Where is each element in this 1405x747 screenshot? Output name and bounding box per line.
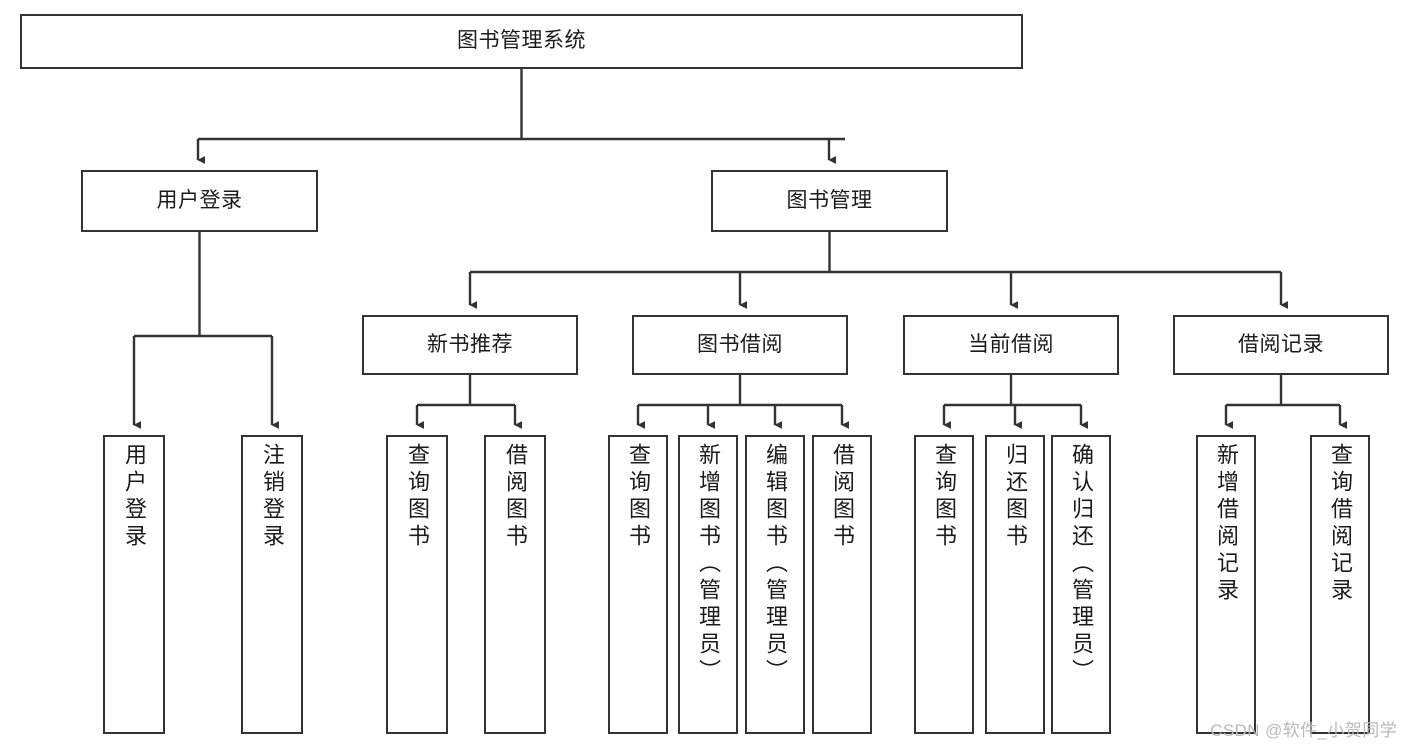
node-borrow-record-label: 借阅记录 xyxy=(1238,332,1324,356)
leaf-confirm-return-admin-label: 确认归还（管理员） xyxy=(1069,443,1094,686)
node-user-login-label: 用户登录 xyxy=(156,188,243,212)
leaf-query-book-current[interactable]: 查询图书 xyxy=(914,435,974,734)
node-borrow-record[interactable]: 借阅记录 xyxy=(1173,315,1389,375)
node-new-book-recommend[interactable]: 新书推荐 xyxy=(362,315,578,375)
csdn-watermark: CSDN @软件_小贺同学 xyxy=(1210,721,1397,740)
leaf-add-book-admin-label: 新增图书（管理员） xyxy=(696,443,721,686)
leaf-query-book-recommend-label: 查询图书 xyxy=(405,443,430,551)
leaf-query-borrow-record[interactable]: 查询借阅记录 xyxy=(1310,435,1370,734)
leaf-user-logout-label: 注销登录 xyxy=(260,443,285,551)
leaf-borrow-book[interactable]: 借阅图书 xyxy=(812,435,872,734)
leaf-query-book-borrow[interactable]: 查询图书 xyxy=(608,435,668,734)
node-new-book-recommend-label: 新书推荐 xyxy=(427,332,513,356)
leaf-confirm-return-admin[interactable]: 确认归还（管理员） xyxy=(1051,435,1111,734)
leaf-borrow-book-recommend[interactable]: 借阅图书 xyxy=(484,435,546,734)
leaf-user-login[interactable]: 用户登录 xyxy=(103,435,165,734)
leaf-return-book-label: 归还图书 xyxy=(1003,443,1028,551)
node-user-login[interactable]: 用户登录 xyxy=(81,170,318,232)
node-current-borrow[interactable]: 当前借阅 xyxy=(903,315,1119,375)
leaf-query-borrow-record-label: 查询借阅记录 xyxy=(1328,443,1353,605)
leaf-borrow-book-recommend-label: 借阅图书 xyxy=(503,443,528,551)
leaf-add-book-admin[interactable]: 新增图书（管理员） xyxy=(678,435,738,734)
leaf-user-logout[interactable]: 注销登录 xyxy=(241,435,303,734)
leaf-edit-book-admin[interactable]: 编辑图书（管理员） xyxy=(745,435,805,734)
node-root-label: 图书管理系统 xyxy=(457,29,586,53)
node-book-borrow[interactable]: 图书借阅 xyxy=(632,315,848,375)
leaf-borrow-book-label: 借阅图书 xyxy=(830,443,855,551)
leaf-query-book-recommend[interactable]: 查询图书 xyxy=(386,435,448,734)
node-root[interactable]: 图书管理系统 xyxy=(20,14,1023,69)
node-book-manage-label: 图书管理 xyxy=(786,188,873,212)
node-book-manage[interactable]: 图书管理 xyxy=(711,170,948,232)
leaf-add-borrow-record-label: 新增借阅记录 xyxy=(1214,443,1239,605)
node-current-borrow-label: 当前借阅 xyxy=(968,332,1054,356)
leaf-query-book-borrow-label: 查询图书 xyxy=(626,443,651,551)
node-book-borrow-label: 图书借阅 xyxy=(697,332,783,356)
leaf-return-book[interactable]: 归还图书 xyxy=(985,435,1045,734)
leaf-user-login-label: 用户登录 xyxy=(122,443,147,551)
leaf-add-borrow-record[interactable]: 新增借阅记录 xyxy=(1196,435,1256,734)
leaf-query-book-current-label: 查询图书 xyxy=(932,443,957,551)
leaf-edit-book-admin-label: 编辑图书（管理员） xyxy=(763,443,788,686)
